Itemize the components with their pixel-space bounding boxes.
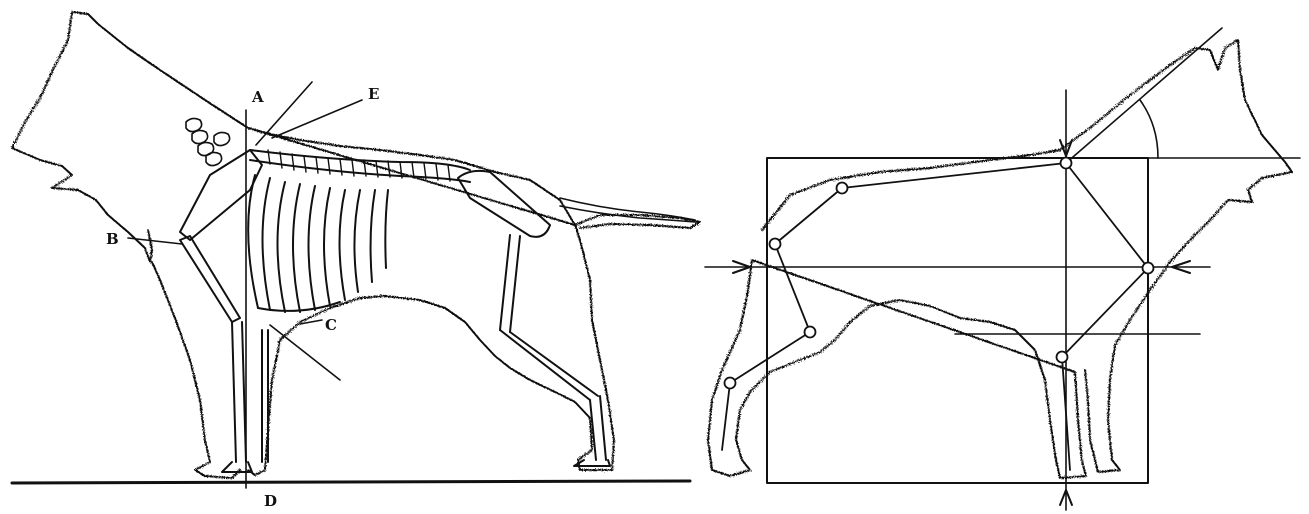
label-e: E bbox=[368, 85, 379, 103]
joint-hip bbox=[837, 183, 848, 194]
cervical-vertebrae bbox=[186, 118, 230, 165]
joint-withers bbox=[1061, 158, 1072, 169]
label-c: C bbox=[325, 316, 337, 334]
skeletal-stick-lines bbox=[722, 163, 1148, 470]
dog-silhouette-outline-right bbox=[708, 40, 1292, 478]
joint-stifle-upper bbox=[770, 239, 781, 250]
ribcage bbox=[248, 175, 388, 312]
label-b: B bbox=[106, 230, 119, 248]
line-to-b bbox=[128, 238, 182, 244]
angle-arc bbox=[1140, 100, 1158, 158]
proportion-box bbox=[767, 158, 1148, 483]
hindleg-bones bbox=[458, 171, 610, 466]
left-panel-skeleton-diagram bbox=[12, 12, 700, 488]
label-a: A bbox=[251, 88, 264, 106]
joint-hock bbox=[725, 378, 736, 389]
label-d: D bbox=[264, 492, 277, 510]
line-to-e bbox=[272, 100, 362, 138]
foreleg-bones bbox=[180, 236, 268, 472]
scapula bbox=[180, 150, 262, 240]
line-through-a bbox=[256, 82, 312, 145]
joint-shoulder bbox=[1143, 263, 1154, 274]
ground-line bbox=[12, 481, 690, 483]
right-panel-proportion-diagram bbox=[705, 28, 1300, 510]
spine bbox=[250, 150, 470, 182]
joint-elbow bbox=[1057, 352, 1068, 363]
joint-stifle bbox=[805, 327, 816, 338]
head-angle-line bbox=[1066, 28, 1222, 163]
